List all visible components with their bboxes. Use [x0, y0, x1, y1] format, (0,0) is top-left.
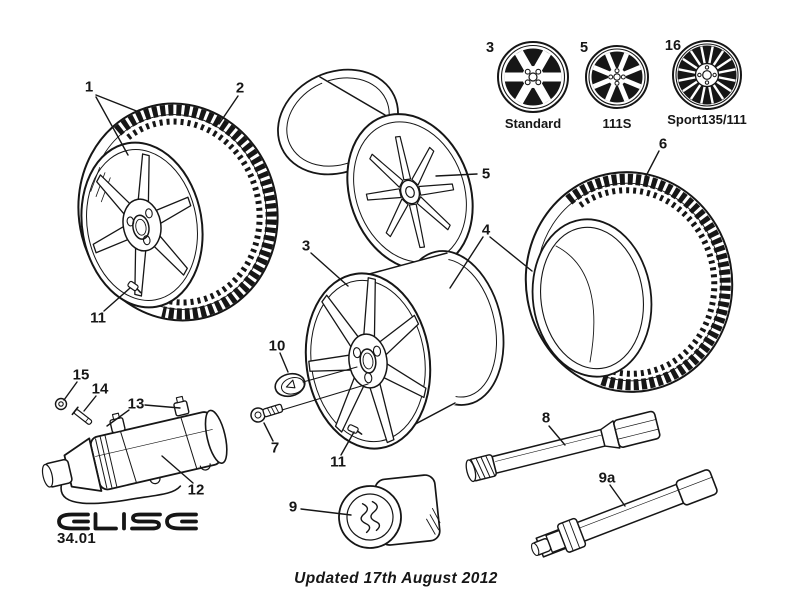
bolt-axis-line	[281, 383, 369, 411]
callout-11-front: 11	[90, 309, 106, 327]
callout-1: 1	[84, 78, 94, 96]
callout-13: 13	[127, 395, 145, 413]
callout-5: 5	[481, 165, 491, 183]
front-wheel-and-tyre-drawing	[77, 102, 279, 322]
alloy-wheel-standard-drawing	[295, 250, 505, 456]
legend-label-standard: Standard	[504, 116, 562, 131]
alloy-wheel-111s-drawing	[277, 68, 494, 287]
locking-nut-tool-drawing	[530, 469, 718, 558]
elise-logo	[57, 512, 198, 531]
page-number: 34.01	[57, 530, 97, 547]
centre-cap-drawing	[274, 372, 306, 398]
callout-6: 6	[658, 135, 668, 153]
tyre-valve-drawing	[347, 424, 363, 435]
callout-2: 2	[235, 79, 245, 97]
wheel-multi-spoke-icon	[672, 40, 742, 110]
callout-11-rear: 11	[330, 453, 346, 471]
callout-8: 8	[541, 409, 551, 427]
rear-tyre-drawing	[524, 171, 734, 393]
wheel-bolt-tool-drawing	[465, 410, 661, 483]
legend-number-111s: 5	[579, 39, 589, 56]
callout-14: 14	[91, 380, 109, 398]
legend-label-111s: 111S	[602, 116, 632, 131]
wheel-8-spoke-icon	[585, 45, 649, 109]
callout-4: 4	[481, 221, 491, 239]
wheel-6-spoke-icon	[497, 41, 569, 113]
legend-number-standard: 3	[485, 39, 495, 56]
callout-7: 7	[270, 439, 280, 457]
callout-9a: 9a	[598, 469, 616, 487]
pin-drawing	[71, 406, 93, 425]
callout-9: 9	[288, 498, 298, 516]
callout-15: 15	[72, 366, 90, 384]
leader-lines	[63, 94, 660, 516]
callout-10: 10	[268, 337, 286, 355]
inflator-canister-drawing	[41, 395, 228, 505]
callout-3: 3	[301, 237, 311, 255]
callout-12: 12	[187, 481, 205, 499]
tyre-valve-drawing	[127, 280, 142, 294]
washer-drawing	[54, 397, 68, 411]
cap-axis-line	[302, 366, 358, 383]
legend-number-sport: 16	[664, 37, 682, 54]
locking-wheel-nut-drawing	[338, 474, 441, 549]
wheel-bolt-drawing	[250, 403, 284, 423]
legend-label-sport: Sport135/111	[667, 112, 747, 127]
footer-updated-note: Updated 17th August 2012	[294, 570, 498, 587]
